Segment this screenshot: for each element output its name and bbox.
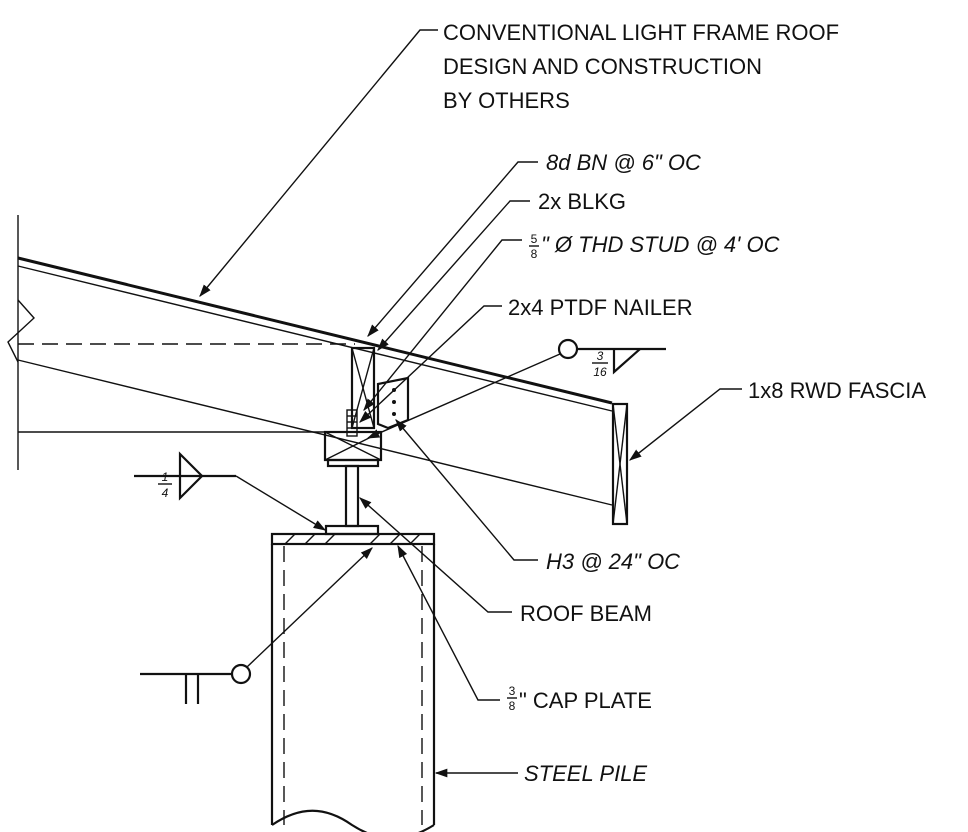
callout-fascia: 1x8 RWD FASCIA (748, 378, 926, 403)
leader-roof (199, 29, 438, 297)
callout-pile: STEEL PILE (524, 761, 647, 786)
weld-symbol-left: 1 4 (134, 451, 327, 531)
cap-plate (270, 532, 436, 546)
weld-left-num: 1 (162, 470, 169, 484)
fascia-cross-b (612, 403, 628, 525)
break-line (7, 299, 35, 363)
callouts: CONVENTIONAL LIGHT FRAME ROOF DESIGN AND… (443, 20, 926, 786)
steel-pile-assembly (270, 532, 436, 832)
weld-upper-num: 3 (597, 349, 604, 363)
leader-cap (397, 544, 500, 701)
blocking (350, 346, 376, 430)
stud-frac-den: 8 (531, 247, 538, 261)
leader-h3 (395, 419, 538, 561)
callout-blocking: 2x BLKG (538, 189, 626, 214)
roof-sheathing-top (17, 256, 613, 405)
callout-stud-text: " Ø THD STUD @ 4' OC (541, 232, 780, 257)
weld-symbol-pile (140, 547, 373, 704)
weld-all-around-upper (557, 338, 579, 360)
blocking-cross-b (351, 347, 375, 429)
weld-all-around-pile (230, 663, 252, 685)
threaded-stud (346, 409, 358, 437)
weld-left-den: 4 (162, 486, 169, 500)
clip-nail-2 (392, 400, 396, 404)
callout-roof-line1: CONVENTIONAL LIGHT FRAME ROOF (443, 20, 839, 45)
callout-stud: 5 8 " Ø THD STUD @ 4' OC (529, 232, 780, 261)
cap-frac-num: 3 (509, 684, 516, 698)
callout-cap: 3 8 " CAP PLATE (507, 684, 652, 713)
callout-roof-line2: DESIGN AND CONSTRUCTION (443, 54, 762, 79)
weld-upper-den: 16 (593, 365, 607, 379)
leader-stud (363, 239, 522, 411)
beam-bottom-flange (324, 524, 380, 536)
clip-nail-3 (392, 412, 396, 416)
callout-roof-line3: BY OTHERS (443, 88, 570, 113)
callout-beam: ROOF BEAM (520, 601, 652, 626)
roof-sheathing-bottom (17, 265, 613, 412)
leader-nailing (367, 161, 538, 337)
roof-framing (7, 215, 629, 526)
callout-nailer: 2x4 PTDF NAILER (508, 295, 693, 320)
roof-beam-section (324, 458, 380, 536)
fascia-board (611, 402, 629, 526)
callout-h3: H3 @ 24" OC (546, 549, 680, 574)
pile-break (271, 809, 435, 832)
beam-web (344, 464, 360, 528)
leader-fascia (629, 388, 742, 461)
leader-nailer (359, 305, 502, 423)
cap-frac-den: 8 (509, 699, 516, 713)
stud-frac-num: 5 (531, 232, 538, 246)
leader-lines (199, 29, 742, 778)
callout-cap-text: " CAP PLATE (519, 688, 652, 713)
leader-blocking (377, 200, 530, 351)
callout-nailing: 8d BN @ 6" OC (546, 150, 701, 175)
leader-beam (359, 497, 512, 613)
